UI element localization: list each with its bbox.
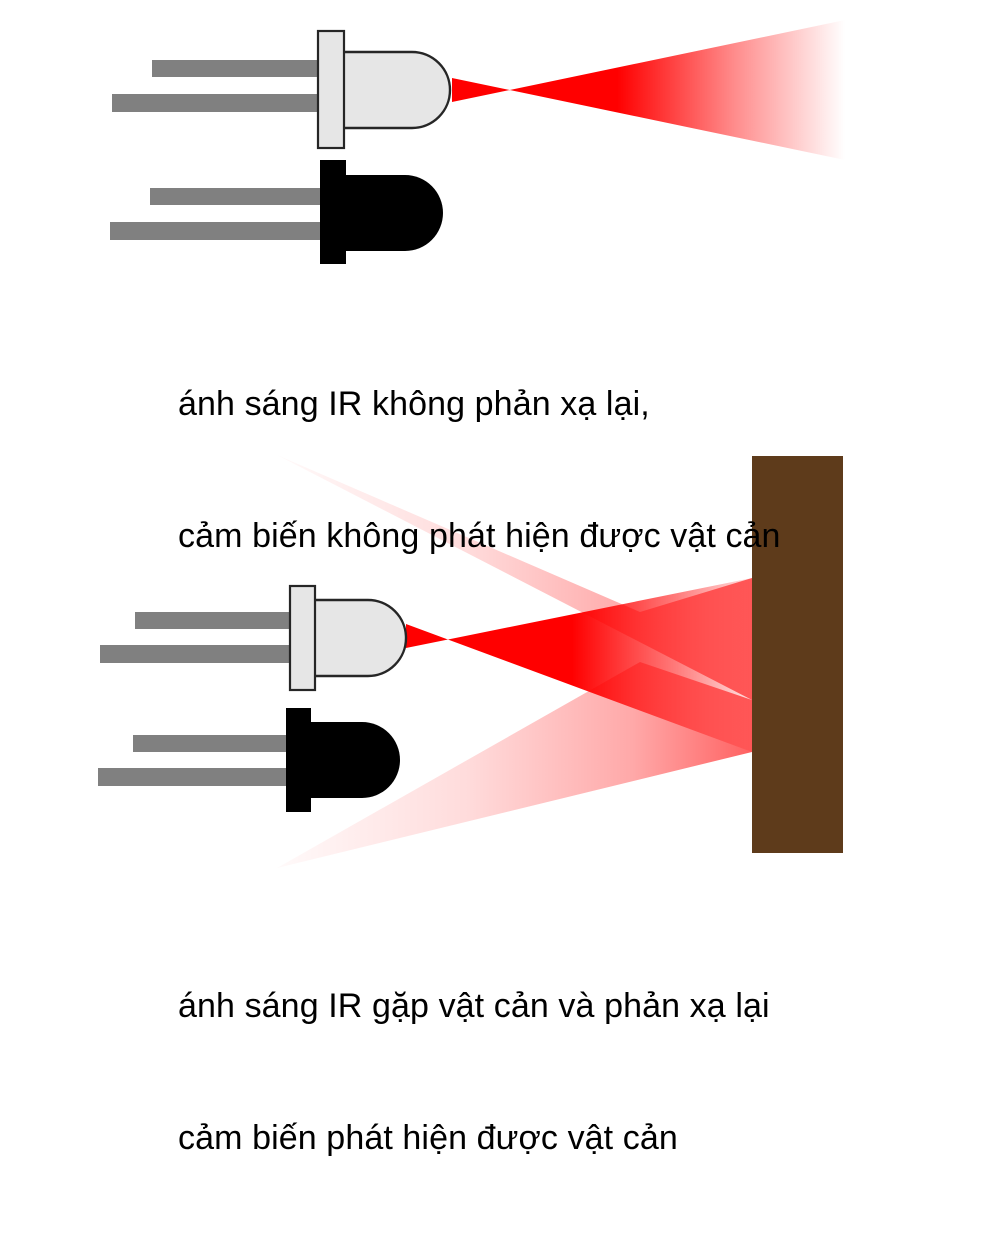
receiver-led-flange	[320, 160, 346, 264]
emitter-lead-upper	[135, 612, 297, 629]
caption-no-obstacle-line-1: ánh sáng IR không phản xạ lại,	[178, 385, 650, 423]
emitter-lead-lower	[100, 645, 297, 663]
emitter-led-flange	[316, 29, 346, 150]
caption-with-obstacle: ánh sáng IR gặp vật cản và phản xạ lại c…	[178, 896, 770, 1248]
emitter-led-body	[338, 50, 452, 130]
ir-sensor-scene	[98, 20, 845, 868]
panel-with-obstacle	[98, 455, 843, 868]
emitted-ir-beam	[406, 578, 752, 752]
receiver-led-flange	[286, 708, 311, 812]
caption-with-obstacle-line-1: ánh sáng IR gặp vật cản và phản xạ lại	[178, 987, 770, 1025]
caption-with-obstacle-line-2: cảm biến phát hiện được vật cản	[178, 1119, 678, 1157]
receiver-led-body	[310, 722, 400, 798]
receiver-lead-upper	[133, 735, 293, 752]
reflected-ir-beam-lower	[277, 662, 752, 868]
emitter-lead-upper	[152, 60, 324, 77]
obstacle-wall	[752, 456, 843, 853]
receiver-lead-lower	[98, 768, 293, 786]
caption-no-obstacle-line-2: cảm biến không phát hiện được vật cản	[178, 517, 781, 555]
receiver-lead-upper	[150, 188, 325, 205]
diagram-canvas: ánh sáng IR không phản xạ lại, cảm biến …	[98, 20, 845, 1157]
receiver-lead-lower	[110, 222, 325, 240]
emitted-ir-beam	[452, 20, 845, 160]
caption-no-obstacle: ánh sáng IR không phản xạ lại, cảm biến …	[178, 294, 781, 646]
emitter-lead-lower	[112, 94, 324, 112]
receiver-led-body	[345, 175, 443, 251]
panel-no-obstacle	[110, 20, 845, 264]
emitter-led-body	[311, 598, 408, 678]
emitter-led-flange	[288, 584, 317, 692]
